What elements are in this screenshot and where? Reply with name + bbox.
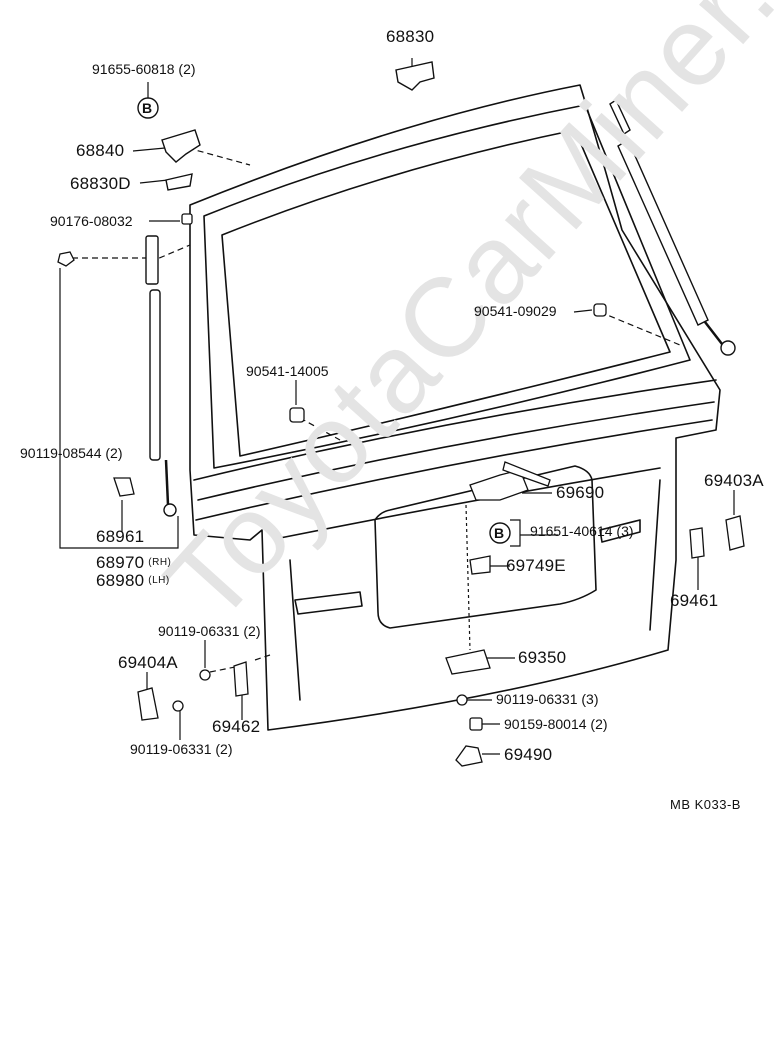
part-label-90119-06331-upper: 90119-06331 (2) [158, 623, 261, 639]
part-label-69350: 69350 [518, 648, 567, 667]
glass-frame-outline [203, 104, 691, 469]
part-label-90119-08544: 90119-08544 (2) [20, 445, 123, 461]
part-label-90119-06331-latch: 90119-06331 (3) [496, 691, 599, 707]
clip-69749E [469, 555, 491, 575]
part-label-69461: 69461 [670, 591, 719, 610]
part-label-69490: 69490 [504, 745, 553, 764]
garnish-strip [193, 379, 717, 521]
leader-cushion-center [299, 417, 341, 441]
drawing-reference: MB K033-B [670, 797, 741, 812]
part-label-68830: 68830 [386, 27, 435, 46]
part-label-69462: 69462 [212, 717, 261, 736]
bracket-69462 [233, 661, 249, 697]
part-label-90541-09029: 90541-09029 [474, 303, 557, 319]
callout-b-letter-top: B [142, 100, 153, 116]
latch-69350 [445, 649, 491, 675]
bracket-69461 [689, 527, 705, 559]
lock-assy-69690 [469, 461, 551, 501]
part-number-68970: 68970 [96, 553, 145, 572]
part-label-91651-40614: 91651-40614 (3) [530, 523, 634, 539]
part-number-68980: 68980 [96, 571, 145, 590]
part-label-90176-08032: 90176-08032 [50, 213, 133, 229]
part-label-68830D: 68830D [70, 174, 131, 193]
leader-90541-09029 [573, 309, 593, 313]
license-lamp-slot [294, 591, 363, 615]
bolts [57, 213, 607, 731]
lock-rod [465, 504, 471, 651]
part-label-90119-06331-lower: 90119-06331 (2) [130, 741, 233, 757]
part-label-68840: 68840 [76, 141, 125, 160]
leader-90119-08544 [59, 268, 179, 549]
part-label-90541-14005: 90541-14005 [246, 363, 329, 379]
emblem-slot [599, 519, 641, 543]
part-label-68980: 68980(LH) [96, 572, 170, 589]
part-label-91655-60818: 91655-60818 (2) [92, 61, 196, 77]
leader-68840 [132, 147, 166, 152]
leader-stay-upper [149, 244, 191, 263]
callout-b-hinge [137, 97, 159, 119]
leader-68830D [139, 179, 169, 184]
part-label-69403A: 69403A [704, 471, 764, 490]
back-door-outer-outline [189, 84, 721, 731]
leader-stopper-bolt [209, 664, 246, 673]
side-rh: (RH) [148, 557, 172, 568]
part-label-69690: 69690 [556, 483, 605, 502]
hinge-68840 [161, 129, 201, 163]
stopper-69404A [137, 687, 159, 721]
leader-cushion-right [599, 311, 681, 346]
part-label-68961: 68961 [96, 527, 145, 546]
stopper-69403A [725, 515, 745, 551]
lower-inner-panel [279, 467, 661, 701]
part-label-69749E: 69749E [506, 556, 566, 575]
part-label-69404A: 69404A [118, 653, 178, 672]
glass-inner-outline [221, 129, 671, 457]
license-recess [374, 465, 597, 629]
shim-68830D [165, 173, 193, 191]
side-lh: (LH) [148, 575, 170, 586]
striker-69490 [455, 745, 483, 767]
callout-b-lock [489, 522, 511, 544]
back-door-stay-right [609, 98, 736, 356]
leader-hinge-top [187, 147, 251, 166]
leader-hinge-bolt-upper [254, 654, 271, 661]
hinge-68830 [395, 61, 435, 91]
callout-b-letter-lock: B [494, 525, 505, 541]
part-label-90159-80014: 90159-80014 (2) [504, 716, 608, 732]
leader-91651 [510, 519, 558, 547]
part-label-68970: 68970(RH) [96, 554, 171, 571]
back-door-stay-left [145, 235, 177, 517]
